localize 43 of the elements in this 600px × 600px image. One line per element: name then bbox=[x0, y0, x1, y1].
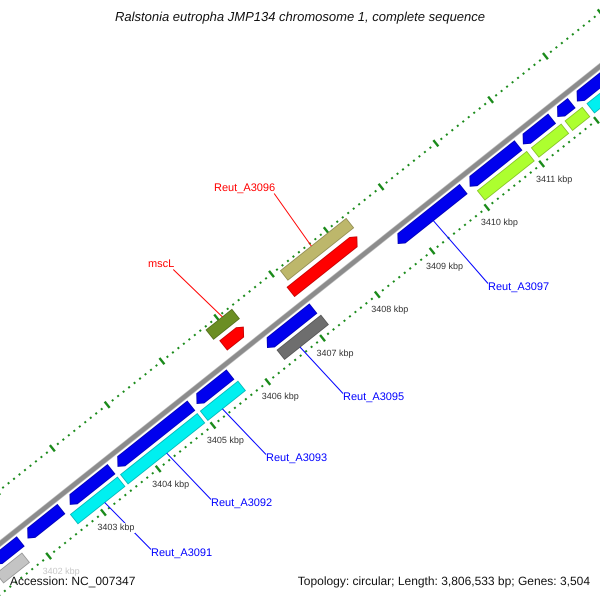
gene-label: Reut_A3097 bbox=[488, 280, 550, 294]
tick-label: 3407 kbp bbox=[315, 348, 355, 359]
gene-feature bbox=[196, 369, 234, 404]
gene-feature bbox=[27, 504, 66, 538]
gene-label: Reut_A3096 bbox=[214, 182, 276, 194]
gene-feature bbox=[286, 236, 358, 298]
gene-label: mscL bbox=[148, 258, 174, 270]
title: Ralstonia eutropha JMP134 chromosome 1, complete sequence bbox=[114, 9, 486, 24]
gene-label: Reut_A3095 bbox=[343, 390, 404, 404]
gene-feature bbox=[69, 464, 116, 505]
accession-text: Accession: NC_007347 bbox=[10, 575, 136, 589]
gene-bar bbox=[530, 124, 570, 158]
tick-label: 3403 kbp bbox=[96, 523, 136, 534]
gene-feature bbox=[397, 184, 468, 244]
gene-label: Reut_A3092 bbox=[211, 496, 272, 510]
gene-feature bbox=[522, 114, 556, 144]
tick-label: 3404 kbp bbox=[151, 480, 190, 490]
gene-feature bbox=[117, 400, 196, 467]
leader-line bbox=[274, 193, 312, 247]
tick-label: 3406 kbp bbox=[260, 392, 300, 402]
gene-bar bbox=[206, 308, 240, 340]
gene-label: Reut_A3091 bbox=[151, 546, 212, 560]
gene-bar bbox=[200, 380, 246, 422]
tick-label: 3408 kbp bbox=[370, 305, 410, 316]
tick-label: 3411 kbp bbox=[534, 174, 574, 184]
gene-feature bbox=[219, 326, 244, 351]
leader-line bbox=[166, 452, 212, 500]
leader-line bbox=[172, 269, 223, 318]
gene-feature bbox=[0, 536, 25, 565]
tick-label: 3405 kbp bbox=[206, 436, 245, 446]
gene-bar bbox=[564, 106, 590, 131]
leader-line bbox=[432, 220, 488, 284]
gene-feature bbox=[469, 140, 522, 187]
gene-feature bbox=[266, 303, 318, 348]
gene-bar bbox=[280, 218, 354, 281]
gene-label: Reut_A3093 bbox=[266, 452, 328, 464]
gene-feature bbox=[557, 98, 576, 118]
gene-bar bbox=[70, 476, 126, 524]
gene-bar bbox=[476, 150, 535, 201]
genome-info-text: Topology: circular; Length: 3,806,533 bp; Genes: 3,504 bbox=[298, 575, 590, 589]
tick-label: 3410 kbp bbox=[480, 218, 519, 228]
leader-line bbox=[222, 408, 266, 455]
tick-label: 3409 kbp bbox=[425, 262, 464, 272]
